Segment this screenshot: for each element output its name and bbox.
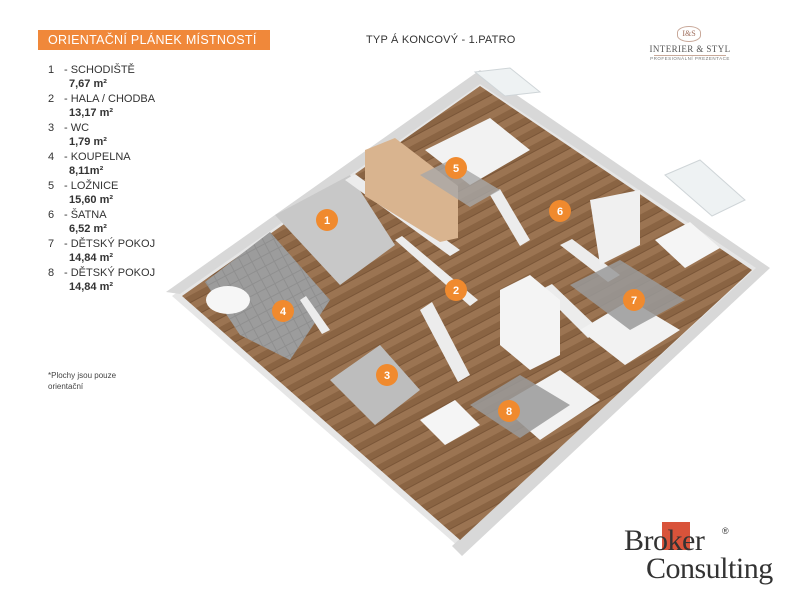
legend-number: 2 <box>48 93 55 105</box>
dressing-shelf <box>590 190 640 265</box>
marker-label: 4 <box>280 306 287 318</box>
marker-label: 6 <box>557 206 563 218</box>
brand-square <box>662 522 690 550</box>
marker-label: 3 <box>384 370 390 382</box>
legend-room-area: 6,52 m² <box>69 223 107 235</box>
room-marker-1[interactable]: 1 <box>316 209 338 231</box>
legend-item-4: 4 - KOUPELNA 8,11m² <box>48 151 248 180</box>
room-marker-6[interactable]: 6 <box>549 200 571 222</box>
legend-number: 1 <box>48 64 55 76</box>
legend-room-name: - SCHODIŠTĚ <box>64 64 135 76</box>
legend-room-name: - LOŽNICE <box>64 180 119 192</box>
legend-number: 8 <box>48 267 55 279</box>
legend-item-2: 2 - HALA / CHODBA 13,17 m² <box>48 93 248 122</box>
marker-label: 8 <box>506 406 512 418</box>
legend-room-name: - KOUPELNA <box>64 151 131 163</box>
marker-label: 2 <box>453 285 459 297</box>
legend-number: 5 <box>48 180 55 192</box>
logo-monogram: I&S <box>677 26 701 42</box>
title-banner: ORIENTAČNÍ PLÁNEK MÍSTNOSTÍ <box>38 30 270 50</box>
marker-label: 7 <box>631 295 637 307</box>
room-marker-4[interactable]: 4 <box>272 300 294 322</box>
room-marker-7[interactable]: 7 <box>623 289 645 311</box>
legend-item-3: 3 - WC 1,79 m² <box>48 122 248 151</box>
bathtub <box>206 286 250 314</box>
marker-label: 1 <box>324 215 330 227</box>
floor-type-label: TYP Á KONCOVÝ - 1.PATRO <box>366 34 516 46</box>
logo-broker-text: Broker <box>624 524 705 557</box>
wc-floor <box>330 345 420 425</box>
room-legend: 1 - SCHODIŠTĚ 7,67 m² 2 - HALA / CHODBA … <box>48 64 248 296</box>
rug <box>420 160 500 207</box>
broker-consulting-logo: Broker ® Consulting <box>622 520 792 590</box>
interior-wall <box>490 189 530 246</box>
interior-wall <box>420 302 470 382</box>
interier-styl-logo: I&S INTERIER & STYL PROFESIONÁLNÍ PREZEN… <box>630 26 750 70</box>
window <box>664 159 746 217</box>
room-marker-8[interactable]: 8 <box>498 400 520 422</box>
outer-wall <box>166 70 770 556</box>
stairs-room-floor <box>275 175 395 285</box>
area-disclaimer-note: *Plochy jsou pouze orientační <box>48 371 117 391</box>
desk <box>655 222 720 268</box>
legend-room-area: 8,11m² <box>69 165 104 177</box>
legend-room-name: - DĚTSKÝ POKOJ <box>64 238 156 250</box>
logo-brand-name: INTERIER & STYL <box>649 44 731 54</box>
legend-room-area: 13,17 m² <box>69 107 114 119</box>
logo-registered-mark: ® <box>722 526 729 536</box>
rug <box>470 375 570 438</box>
interior-wall <box>300 296 330 334</box>
legend-room-area: 15,60 m² <box>69 194 114 206</box>
legend-number: 6 <box>48 209 55 221</box>
room-marker-5[interactable]: 5 <box>445 157 467 179</box>
legend-room-area: 14,84 m² <box>69 281 114 293</box>
legend-room-name: - WC <box>64 122 90 134</box>
legend-item-8: 8 - DĚTSKÝ POKOJ 14,84 m² <box>48 267 248 296</box>
logo-consulting-text: Consulting <box>646 552 773 585</box>
legend-number: 4 <box>48 151 55 163</box>
legend-room-area: 14,84 m² <box>69 252 114 264</box>
legend-room-area: 1,79 m² <box>69 136 107 148</box>
legend-number: 7 <box>48 238 55 250</box>
logo-tagline: PROFESIONÁLNÍ PREZENTACE <box>650 56 730 61</box>
legend-room-area: 7,67 m² <box>69 78 107 90</box>
window <box>473 67 542 97</box>
page-title: ORIENTAČNÍ PLÁNEK MÍSTNOSTÍ <box>48 33 257 47</box>
marker-label: 5 <box>453 163 459 175</box>
room-marker-3[interactable]: 3 <box>376 364 398 386</box>
legend-number: 3 <box>48 122 55 134</box>
desk <box>420 400 480 445</box>
legend-room-name: - HALA / CHODBA <box>64 93 156 105</box>
legend-room-name: - ŠATNA <box>64 209 107 221</box>
legend-item-5: 5 - LOŽNICE 15,60 m² <box>48 180 248 209</box>
legend-item-6: 6 - ŠATNA 6,52 m² <box>48 209 248 238</box>
legend-item-7: 7 - DĚTSKÝ POKOJ 14,84 m² <box>48 238 248 267</box>
legend-room-name: - DĚTSKÝ POKOJ <box>64 267 156 279</box>
closet <box>500 275 560 370</box>
bathroom-floor <box>205 232 330 360</box>
room-marker-2[interactable]: 2 <box>445 279 467 301</box>
wardrobe-panel <box>365 138 458 242</box>
logo-rule <box>654 55 726 56</box>
legend-item-1: 1 - SCHODIŠTĚ 7,67 m² <box>48 64 248 93</box>
